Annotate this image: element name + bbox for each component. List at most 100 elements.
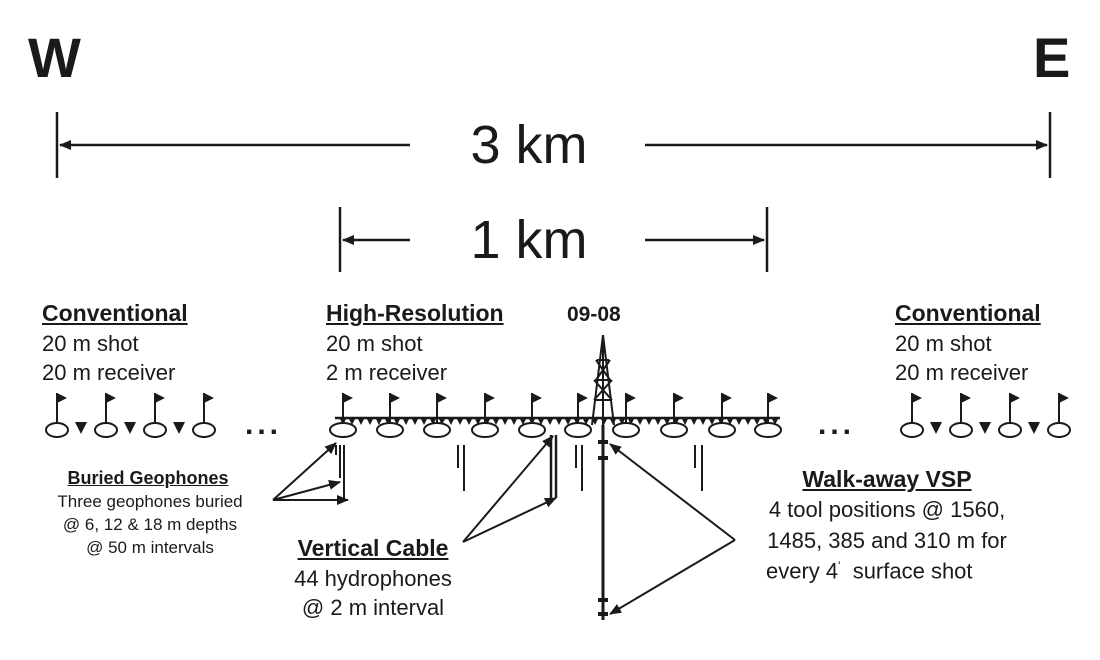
buried-geophone-strings: [335, 445, 703, 501]
shot-ellipse-icon: [518, 422, 546, 438]
outer-distance-label: 3 km: [470, 115, 588, 175]
shot-ellipse-icon: [900, 422, 924, 438]
receiver-tick: [709, 419, 715, 425]
high-resolution-receiver: 2 m receiver: [326, 360, 448, 385]
flag-icon: [1058, 393, 1069, 423]
receiver-tick: [637, 419, 643, 425]
shot-ellipse-icon: [564, 422, 592, 438]
walkaway-vsp-superscript-mark: ': [838, 559, 841, 573]
flag-icon: [531, 393, 542, 423]
vsp-callouts: [609, 443, 736, 615]
walkaway-vsp-line3-a: every 4: [766, 558, 839, 584]
buried-geophones-line3: @ 50 m intervals: [86, 538, 214, 557]
flag-icon: [1009, 393, 1020, 423]
buried-geophone-callouts: [272, 442, 349, 505]
flag-icon: [960, 393, 971, 423]
flag-icon: [389, 393, 400, 423]
receiver-tick: [556, 419, 562, 425]
receiver-tick: [745, 419, 751, 425]
left-conventional-shot: 20 m shot: [42, 331, 139, 356]
shot-ellipse-icon: [45, 422, 69, 438]
geophone-triangle-icon: [1028, 422, 1040, 434]
shot-ellipse-icon: [998, 422, 1022, 438]
shot-ellipse-icon: [376, 422, 404, 438]
left-conventional-array: [45, 393, 216, 438]
receiver-tick: [754, 419, 760, 425]
geophone-triangle-icon: [979, 422, 991, 434]
walkaway-vsp-title: Walk-away VSP: [802, 466, 972, 492]
receiver-tick: [700, 419, 706, 425]
inner-distance-label: 1 km: [470, 210, 588, 270]
high-resolution-array: [329, 393, 782, 438]
receiver-tick: [628, 419, 634, 425]
buried-geophones-line1: Three geophones buried: [57, 492, 243, 511]
geophone-triangle-icon: [75, 422, 87, 434]
receiver-tick: [502, 419, 508, 425]
walkaway-vsp-line3-b: surface shot: [852, 558, 973, 584]
vertical-cable-callouts: [462, 435, 557, 543]
high-resolution-title: High-Resolution: [326, 300, 504, 326]
flag-icon: [105, 393, 116, 423]
flag-icon: [56, 393, 67, 423]
vertical-cable-title: Vertical Cable: [297, 535, 449, 561]
receiver-tick: [430, 419, 436, 425]
right-conventional-receiver: 20 m receiver: [895, 360, 1029, 385]
geophone-triangle-icon: [930, 422, 942, 434]
right-conventional-title: Conventional: [895, 300, 1041, 326]
receiver-tick: [619, 419, 625, 425]
left-ellipsis: ...: [245, 408, 283, 441]
receiver-tick: [466, 419, 472, 425]
walkaway-vsp-line3: every 4' surface shot: [766, 560, 973, 582]
receiver-tick: [421, 419, 427, 425]
well-label: 09-08: [567, 303, 621, 326]
east-label: E: [1033, 26, 1071, 89]
receiver-tick: [646, 419, 652, 425]
receiver-tick: [403, 419, 409, 425]
geophone-triangle-icon: [124, 422, 136, 434]
receiver-tick-row: [340, 419, 778, 425]
flag-icon: [721, 393, 732, 423]
flag-icon: [203, 393, 214, 423]
buried-geophones-line2: @ 6, 12 & 18 m depths: [62, 515, 238, 534]
shot-ellipse-icon: [612, 422, 640, 438]
high-resolution-shot: 20 m shot: [326, 331, 423, 356]
shot-ellipse-icon: [423, 422, 451, 438]
receiver-tick: [376, 419, 382, 425]
vertical-cable-line1: 44 hydrophones: [294, 566, 452, 591]
shot-ellipse-icon: [949, 422, 973, 438]
left-conventional-receiver: 20 m receiver: [42, 360, 176, 385]
drilling-rig-icon: [591, 334, 615, 426]
vsp-tool-positions: [598, 440, 608, 616]
receiver-tick: [448, 419, 454, 425]
receiver-tick: [664, 419, 670, 425]
shot-ellipse-icon: [660, 422, 688, 438]
shot-ellipse-icon: [708, 422, 736, 438]
receiver-tick: [367, 419, 373, 425]
flag-icon: [154, 393, 165, 423]
shot-ellipse-icon: [329, 422, 357, 438]
shot-ellipse-icon: [1047, 422, 1071, 438]
receiver-tick: [727, 419, 733, 425]
flag-icon: [484, 393, 495, 423]
receiver-tick: [358, 419, 364, 425]
flag-icon: [342, 393, 353, 423]
receiver-tick: [412, 419, 418, 425]
receiver-tick: [457, 419, 463, 425]
flag-icon: [767, 393, 778, 423]
receiver-tick: [736, 419, 742, 425]
flag-icon: [673, 393, 684, 423]
right-conventional-shot: 20 m shot: [895, 331, 992, 356]
left-conventional-title: Conventional: [42, 300, 188, 326]
receiver-tick: [349, 419, 355, 425]
flag-icon: [911, 393, 922, 423]
receiver-tick: [538, 419, 544, 425]
vertical-cable-line2: @ 2 m interval: [301, 595, 445, 620]
buried-geophones-title: Buried Geophones: [67, 468, 229, 488]
walkaway-vsp-line1: 4 tool positions @ 1560,: [768, 497, 1006, 522]
receiver-tick: [565, 419, 571, 425]
shot-ellipse-icon: [94, 422, 118, 438]
receiver-tick: [547, 419, 553, 425]
inner-distance-marker: [338, 207, 769, 272]
receiver-tick: [439, 419, 445, 425]
